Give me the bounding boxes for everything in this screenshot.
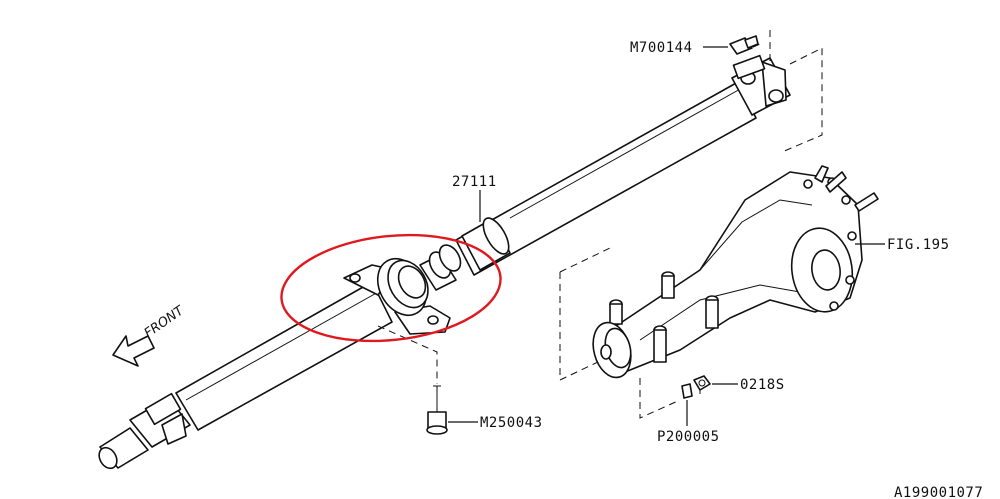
rear-tube bbox=[455, 81, 757, 276]
center-bearing-bolt bbox=[426, 385, 448, 435]
highlight-ellipse bbox=[280, 233, 502, 343]
label-shaft: 27111 bbox=[452, 174, 497, 190]
guide-differential bbox=[559, 247, 701, 419]
front-yoke bbox=[98, 392, 191, 470]
guide-center-bolt bbox=[377, 325, 438, 384]
center-bearing bbox=[343, 244, 462, 335]
guide-rear-yoke bbox=[769, 30, 823, 153]
front-tube bbox=[175, 281, 393, 431]
label-pin: P200005 bbox=[657, 429, 720, 445]
differential-housing bbox=[592, 165, 879, 379]
nut-0218s bbox=[693, 375, 711, 391]
pin-p200005 bbox=[681, 383, 693, 399]
label-center-bolt: M250043 bbox=[480, 415, 543, 431]
label-nut: 0218S bbox=[740, 377, 785, 393]
rear-yoke bbox=[731, 54, 791, 116]
label-bolt-top: M700144 bbox=[630, 40, 693, 56]
front-arrow-icon bbox=[112, 335, 155, 367]
front-label: FRONT bbox=[142, 303, 188, 341]
top-bolt bbox=[729, 35, 759, 55]
label-differential: FIG.195 bbox=[887, 237, 950, 253]
diagram-code: A199001077 bbox=[894, 485, 983, 499]
propeller-shaft bbox=[98, 54, 791, 470]
